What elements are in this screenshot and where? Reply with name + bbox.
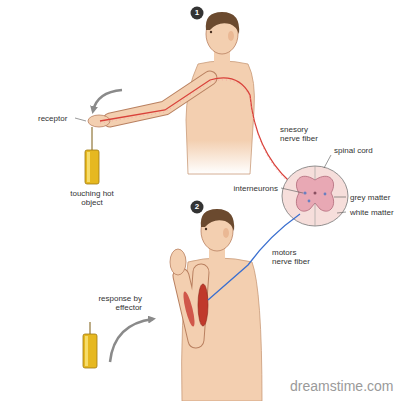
leader-line [281,188,303,193]
part-label: touching hot object [69,189,115,207]
man-figure-2 [170,209,262,401]
callout-number: 1 [191,7,203,19]
spinal-cord-section [282,166,348,226]
muscle [181,291,197,328]
callout-number: 2 [191,201,203,213]
part-label: receptor [38,114,67,123]
hair [206,12,239,34]
highlight [85,336,88,366]
white-matter [282,166,348,226]
part-label: grey matter [350,193,390,202]
part-label: motors nerve fiber [272,248,316,266]
string [92,127,93,150]
part-label: snesory nerve fiber [280,125,322,143]
man-figure-1 [88,12,254,174]
interneuron [303,191,306,194]
motion-arrow [110,319,153,362]
hand [170,249,186,275]
eye [205,228,207,230]
hair [201,209,234,231]
callout-badge [191,201,204,214]
hot-object [83,322,97,368]
weight [83,334,97,368]
part-label: response by effector [96,294,142,312]
arm-outline [110,78,210,120]
ear [228,31,234,41]
motion-arrow [93,90,122,111]
hot-object [85,127,99,184]
interneuron [308,200,311,203]
eye [210,31,212,33]
central-canal [314,192,317,195]
string [90,322,91,334]
callout-badge [191,7,204,20]
torso [182,258,262,401]
watermark: dreamstime.com [290,378,393,394]
part-label: spinal cord [334,146,373,155]
sensory-nerve [100,78,300,190]
interneuron [324,193,327,196]
highlight [87,152,90,182]
part-label: interneurons [228,184,278,193]
fissure [315,166,316,180]
leader-line [75,118,86,121]
leader-line [337,212,346,213]
leader-line [334,197,346,198]
sensory-nerve-dots [100,80,290,184]
ear [223,228,229,238]
leader-line [324,155,331,168]
muscle [198,284,208,326]
fissure [315,203,316,226]
part-label: white matter [350,208,394,217]
weight [85,150,99,184]
hand [88,115,110,127]
arm [110,78,210,120]
